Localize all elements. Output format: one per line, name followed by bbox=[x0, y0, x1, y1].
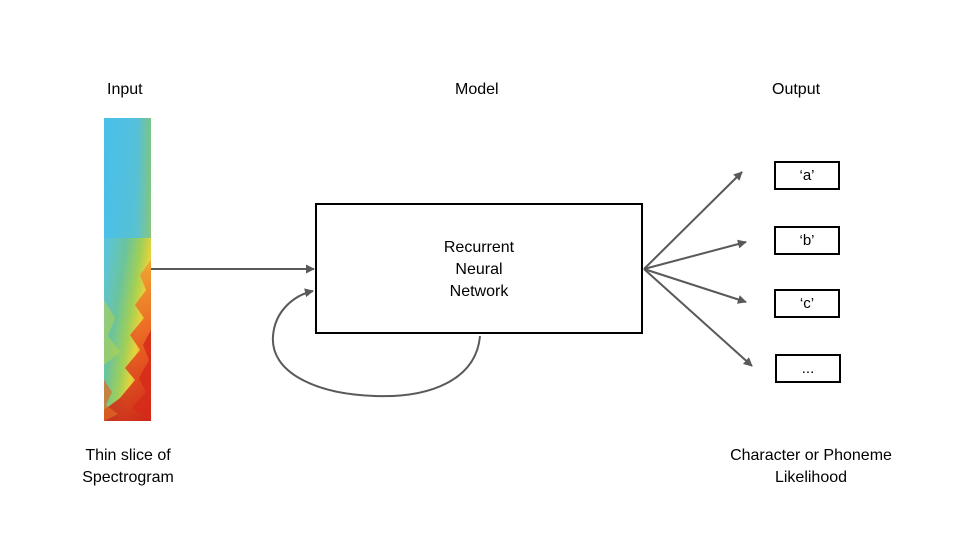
model-label-line3: Network bbox=[449, 283, 509, 300]
model-header: Model bbox=[455, 81, 499, 98]
output-header: Output bbox=[772, 81, 821, 98]
output-arrow-more bbox=[643, 268, 753, 367]
output-arrow-c bbox=[643, 268, 747, 304]
input-header: Input bbox=[107, 81, 143, 98]
model-label-line2: Neural bbox=[455, 261, 503, 278]
input-caption: Thin slice of Spectrogram bbox=[72, 445, 184, 489]
output-caption-line2: Likelihood bbox=[774, 469, 848, 486]
input-caption-line2: Spectrogram bbox=[82, 469, 174, 486]
rnn-model-box bbox=[315, 203, 643, 334]
output-arrow-b bbox=[643, 239, 747, 270]
input-caption-line1: Thin slice of bbox=[85, 447, 171, 464]
output-box-c: ‘c’ bbox=[774, 289, 840, 318]
output-caption-line1: Character or Phoneme bbox=[730, 447, 892, 464]
model-label-line1: Recurrent bbox=[443, 239, 515, 256]
output-arrow-a bbox=[643, 171, 743, 270]
output-caption: Character or Phoneme Likelihood bbox=[715, 445, 907, 489]
spectrogram-image bbox=[104, 118, 151, 421]
recurrent-loop-arrow bbox=[271, 288, 481, 398]
output-box-b: ‘b’ bbox=[774, 226, 840, 255]
output-box-a: ‘a’ bbox=[774, 161, 840, 190]
rnn-model-label: Recurrent Neural Network bbox=[315, 237, 643, 303]
output-box-more: ... bbox=[775, 354, 841, 383]
